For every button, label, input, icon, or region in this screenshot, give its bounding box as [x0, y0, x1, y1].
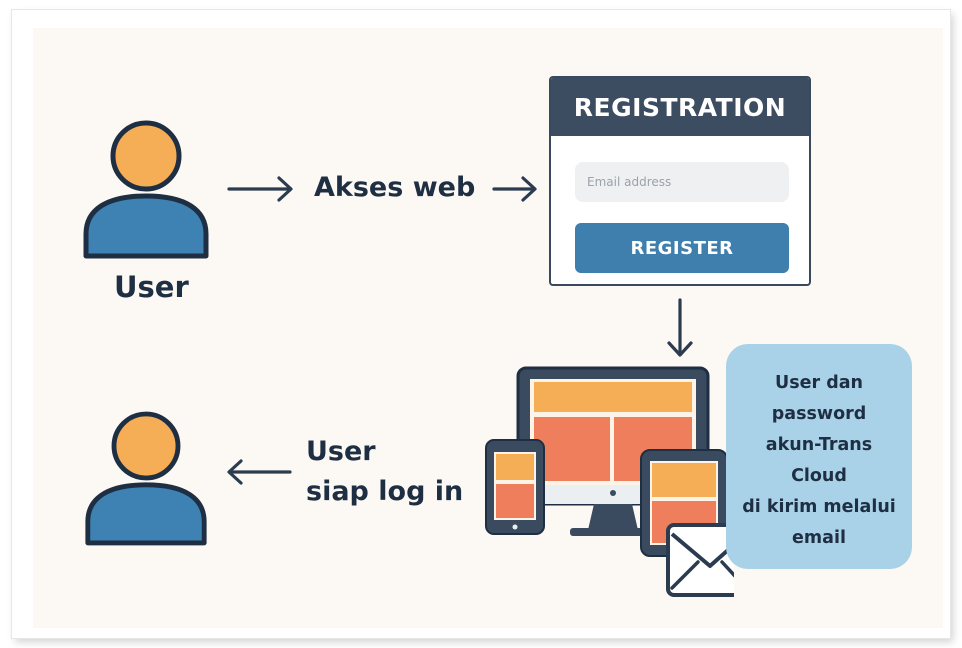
notice-line: User dan [774, 373, 863, 393]
access-web-label: Akses web [314, 172, 476, 203]
user-ready-label: User siap log in [306, 432, 463, 512]
arrow-icon [667, 298, 693, 357]
arrow-icon [492, 176, 537, 202]
email-field[interactable] [575, 162, 789, 202]
arrow-icon [227, 176, 293, 202]
notice-line: di kirim melalui [742, 497, 896, 517]
user-icon [85, 411, 207, 546]
register-button[interactable]: REGISTER [575, 223, 789, 273]
user-icon [83, 120, 209, 259]
user-ready-line: User [306, 436, 376, 467]
notice-line: email [792, 528, 846, 548]
devices-icon [485, 366, 734, 597]
envelope-icon [666, 523, 734, 597]
notice-line: password [771, 404, 867, 424]
registration-title: REGISTRATION [551, 78, 809, 136]
registration-card: REGISTRATION REGISTER [549, 76, 811, 286]
notice-line: Cloud [791, 466, 847, 486]
user-ready-line: siap log in [306, 476, 464, 507]
notice-line: akun-Trans [765, 435, 873, 455]
arrow-icon [227, 459, 292, 485]
user-label: User [114, 270, 189, 304]
email-notice-bubble: User dan password akun-Trans Cloud di ki… [726, 344, 912, 569]
